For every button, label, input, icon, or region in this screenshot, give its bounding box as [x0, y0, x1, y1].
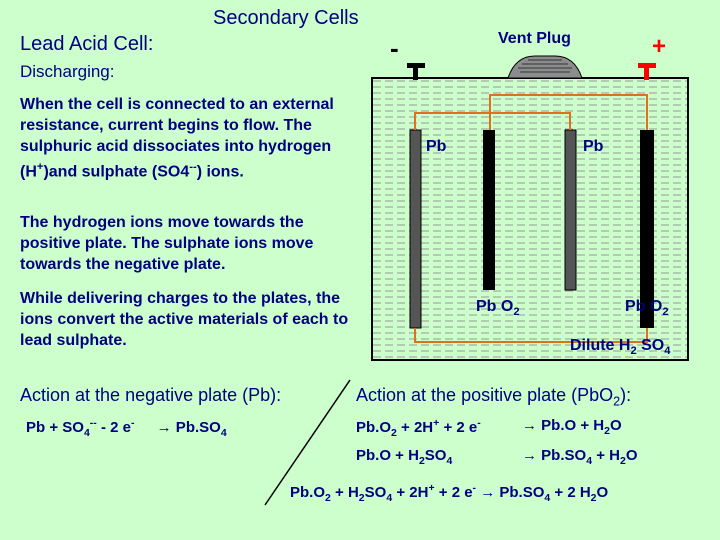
negative-plate-action-label: Action at the negative plate (Pb): [20, 385, 282, 405]
wire-negative-top [414, 112, 571, 130]
positive-plate-dark-left [483, 130, 495, 290]
wire-bottom [414, 328, 648, 343]
page-title: Secondary Cells [213, 7, 359, 29]
vent-plug-label: Vent Plug [498, 30, 571, 47]
paragraph-1: When the cell is connected to an externa… [20, 96, 334, 181]
negative-terminal [407, 63, 425, 80]
paragraph-2: The hydrogen ions move towards the posit… [20, 214, 314, 273]
subheading-discharging: Discharging: [20, 62, 115, 81]
positive-plate-dark-right [640, 130, 654, 328]
positive-terminal [638, 63, 656, 80]
negative-sign: - [390, 33, 399, 63]
plate-label-pbo2-left: Pb O2 [476, 298, 520, 319]
equation-positive-1-lhs: Pb.O2 + 2H+ + 2 e- [356, 417, 481, 439]
equation-positive-2-lhs: Pb.O + H2SO4 [356, 447, 453, 467]
plate-label-pbo2-right: Pb O2 [625, 298, 669, 319]
equation-positive-1-rhs: → Pb.O + H2O [522, 417, 622, 437]
positive-plate-action-label: Action at the positive plate (PbO2): [356, 385, 632, 409]
plate-label-pb-right: Pb [583, 138, 604, 155]
paragraph-3: While delivering charges to the plates, … [20, 290, 349, 349]
plate-label-pb-left: Pb [426, 138, 447, 155]
heading-lead-acid-cell: Lead Acid Cell: [20, 33, 154, 55]
electrolyte-container [371, 77, 689, 361]
equation-negative: Pb + SO4-- - 2 e- → Pb.SO4 [26, 417, 227, 439]
equation-positive-2-rhs: → Pb.SO4 + H2O [522, 447, 638, 467]
wire-positive-top [489, 94, 648, 130]
equation-overall: Pb.O2 + H2SO4 + 2H+ + 2 e- → Pb.SO4 + 2 … [290, 482, 609, 504]
electrolyte-label: Dilute H2 SO4 [570, 337, 671, 358]
vent-plug-hatch [518, 59, 572, 73]
positive-sign: + [652, 33, 667, 60]
